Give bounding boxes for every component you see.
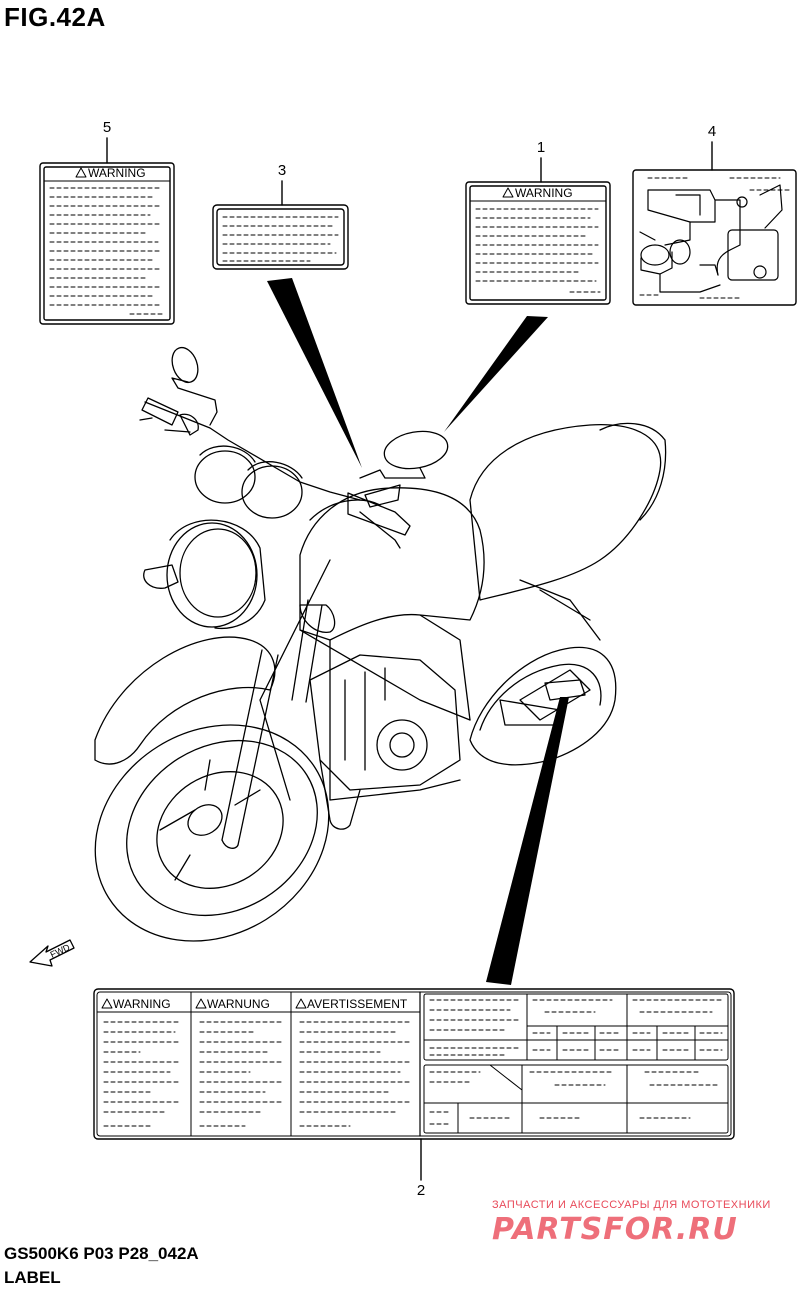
label-2-warning-text-lines: [103, 1021, 411, 1127]
watermark-logo: PARTSFOR.RU: [492, 1212, 738, 1247]
warning-triangle-icon: [195, 998, 207, 1009]
figure-title: FIG.42A: [4, 2, 106, 32]
callout-number-1: 1: [537, 139, 545, 156]
label-2-outline: [93, 988, 735, 1140]
footpeg: [499, 699, 561, 726]
label-2-heading-de: WARNUNG: [207, 997, 270, 1011]
engine-cover: [376, 719, 428, 771]
label-1-text-lines: [475, 208, 601, 293]
section-label: LABEL: [4, 1268, 61, 1287]
frame: [259, 559, 471, 801]
label-1-outline: [465, 181, 611, 305]
mirror-left: [171, 346, 199, 384]
label-1[interactable]: 1 WARNING: [465, 139, 611, 305]
label-2[interactable]: 2 WARNING WARNUNG AVERTISSEMENT: [93, 988, 735, 1199]
swingarm: [519, 669, 591, 721]
engine: [309, 654, 461, 791]
pointer-wedge-2: [486, 697, 569, 985]
handlebar: [144, 401, 361, 501]
turn-signal-left: [143, 564, 179, 589]
label-3[interactable]: 3: [212, 162, 349, 270]
front-fork-right: [291, 599, 323, 703]
headlight: [166, 522, 258, 628]
callout-number-5: 5: [103, 119, 111, 136]
label-2-table-text-lines: [429, 999, 723, 1125]
exhaust-pipe: [319, 759, 361, 830]
turn-signal-right: [299, 604, 336, 633]
warning-triangle-icon: [295, 998, 307, 1009]
label-5-heading: WARNING: [88, 166, 146, 180]
label-4-text-lines: [639, 177, 791, 299]
fwd-arrow: FWD: [29, 939, 75, 967]
front-fork-left: [221, 649, 279, 846]
rear-wheel: [469, 646, 617, 766]
fuel-tank: [299, 487, 485, 641]
motorcycle-illustration: [94, 346, 667, 942]
brake-disc: [156, 771, 284, 889]
label-4-outline: [632, 169, 797, 306]
right-grip: [347, 492, 411, 536]
front-fender: [94, 636, 276, 765]
pointer-wedges: [267, 278, 569, 985]
mirror-right: [383, 430, 449, 470]
seat: [469, 424, 662, 601]
tachometer: [241, 465, 303, 519]
label-5-text-lines: [49, 187, 166, 315]
pointer-wedge-3: [267, 278, 362, 468]
label-1-heading: WARNING: [515, 186, 573, 200]
warning-triangle-icon: [75, 167, 87, 178]
label-2-heading-fr: AVERTISSEMENT: [307, 997, 408, 1011]
label-2-heading-en: WARNING: [113, 997, 171, 1011]
chain-guard-label-spot: [544, 679, 586, 701]
label-5-outline: [39, 162, 175, 325]
label-3-inner: [216, 208, 345, 266]
label-1-inner: [469, 185, 607, 301]
label-5-inner: [43, 166, 171, 321]
left-grip: [141, 397, 179, 426]
front-tire: [94, 724, 330, 942]
speedometer: [194, 450, 256, 504]
watermark-tagline: ЗАПЧАСТИ И АКСЕССУАРЫ ДЛЯ МОТОТЕХНИКИ: [492, 1199, 771, 1211]
label-3-text-lines: [222, 216, 339, 262]
model-code: GS500K6 P03 P28_042A: [4, 1244, 199, 1263]
pointer-wedge-1: [444, 316, 548, 432]
fwd-arrow-icon: [29, 939, 75, 967]
fuel-cap: [364, 484, 401, 508]
brake-lever: [359, 511, 401, 549]
label-2-inner: [96, 991, 732, 1137]
callout-number-3: 3: [278, 162, 286, 179]
label-5[interactable]: 5 WARNING: [39, 119, 175, 325]
hose-routing-diagram: [639, 184, 783, 293]
label-3-outline: [212, 204, 349, 270]
label-4[interactable]: 4: [632, 123, 797, 306]
warning-triangle-icon: [101, 998, 113, 1009]
label-2-spec-tables: [423, 993, 729, 1134]
callout-number-4: 4: [708, 123, 716, 140]
warning-triangle-icon: [502, 187, 514, 198]
callout-number-2: 2: [417, 1182, 425, 1199]
